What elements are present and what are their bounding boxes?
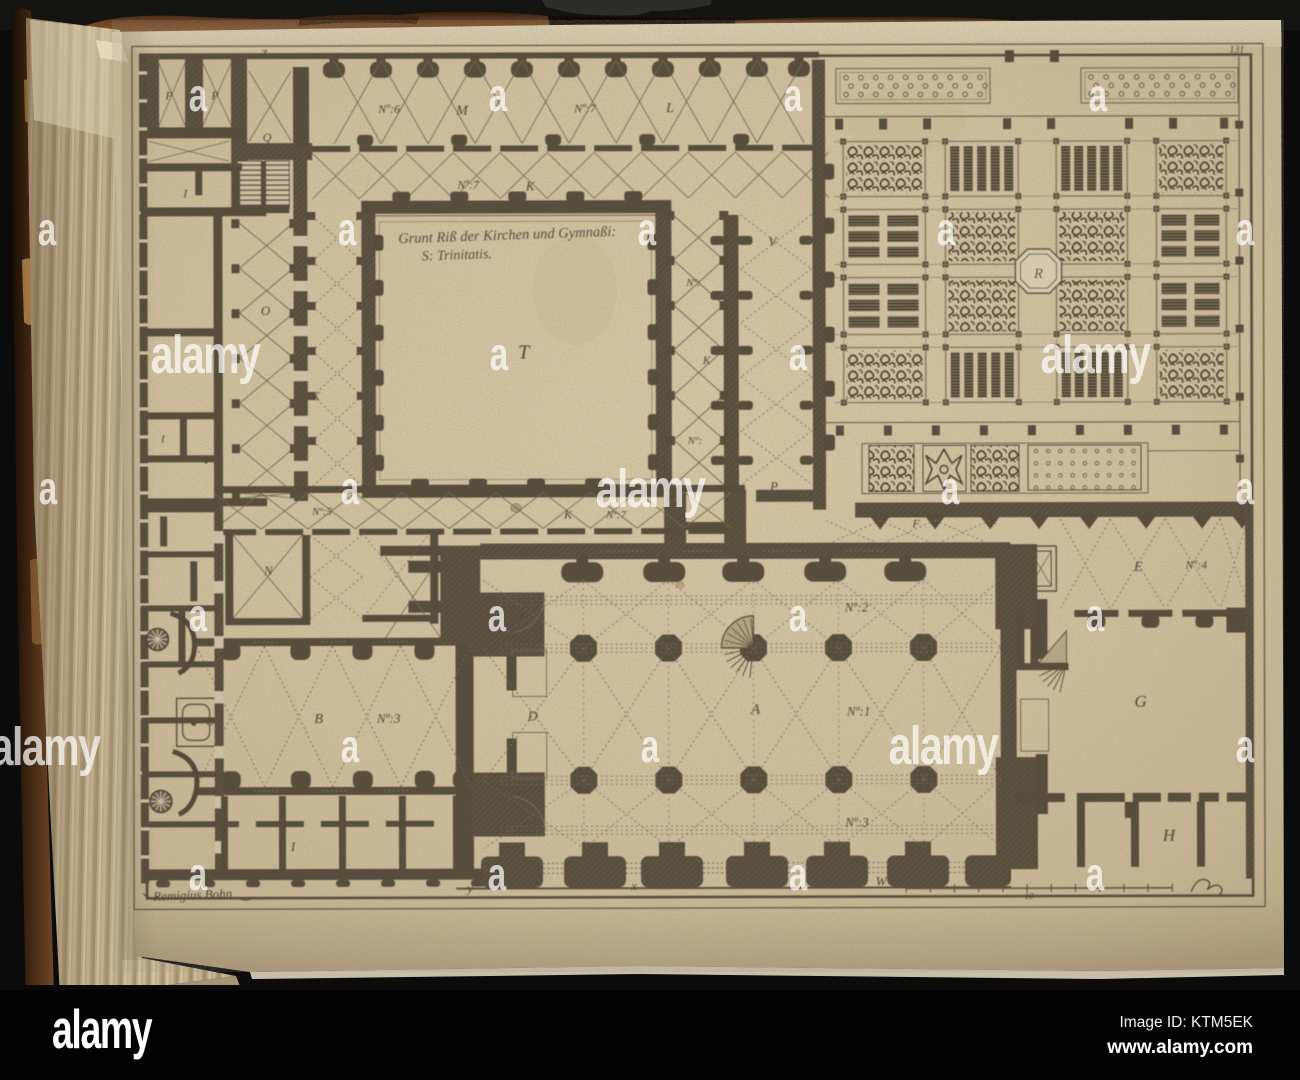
svg-text:Nº:5: Nº:5 xyxy=(311,506,332,518)
svg-text:a: a xyxy=(1086,591,1105,641)
svg-text:a: a xyxy=(789,330,808,380)
svg-text:K: K xyxy=(563,507,573,521)
svg-text:K: K xyxy=(525,178,536,193)
svg-text:I: I xyxy=(160,433,166,445)
svg-text:a: a xyxy=(638,205,657,255)
svg-text:P: P xyxy=(210,88,219,102)
svg-text:a: a xyxy=(789,850,808,900)
svg-text:N: N xyxy=(263,563,274,578)
svg-text:a: a xyxy=(789,591,808,641)
svg-text:Nº:1: Nº:1 xyxy=(846,704,871,719)
svg-text:Nº:6: Nº:6 xyxy=(377,102,400,116)
svg-text:Nº:2: Nº:2 xyxy=(844,600,869,615)
svg-text:alamy: alamy xyxy=(52,998,152,1060)
svg-text:W: W xyxy=(876,874,888,889)
svg-text:a: a xyxy=(1236,464,1255,514)
svg-text:y: y xyxy=(465,881,473,896)
svg-text:Q: Q xyxy=(263,130,272,144)
svg-text:alamy: alamy xyxy=(889,717,1000,777)
svg-text:I: I xyxy=(290,839,296,854)
svg-text:a: a xyxy=(488,591,507,641)
svg-text:I: I xyxy=(182,186,188,200)
svg-text:a: a xyxy=(941,464,960,514)
svg-text:O: O xyxy=(261,303,271,318)
svg-text:P: P xyxy=(769,479,778,494)
svg-text:L: L xyxy=(665,101,674,116)
svg-text:a: a xyxy=(338,205,357,255)
svg-text:B: B xyxy=(314,712,323,727)
svg-text:A: A xyxy=(750,702,761,718)
svg-text:T: T xyxy=(518,341,531,363)
svg-text:E: E xyxy=(1133,560,1143,575)
svg-text:Nº:: Nº: xyxy=(687,435,702,447)
svg-text:alamy: alamy xyxy=(1041,326,1152,386)
svg-text:Nº:7: Nº:7 xyxy=(573,101,597,115)
svg-text:a: a xyxy=(189,71,208,121)
svg-text:a: a xyxy=(784,71,803,121)
svg-text:a: a xyxy=(38,205,57,255)
svg-text:Remigius Bohn: Remigius Bohn xyxy=(152,886,233,904)
svg-text:H: H xyxy=(1162,826,1177,845)
svg-text:K: K xyxy=(702,353,712,367)
svg-text:x: x xyxy=(630,878,637,893)
svg-text:a: a xyxy=(641,722,660,772)
svg-text:www.alamy.com: www.alamy.com xyxy=(1106,1037,1253,1058)
svg-text:alamy: alamy xyxy=(0,718,101,778)
svg-text:R: R xyxy=(1033,266,1043,282)
svg-text:a: a xyxy=(341,464,360,514)
svg-text:alamy: alamy xyxy=(151,326,262,386)
svg-text:a: a xyxy=(341,722,360,772)
svg-text:a: a xyxy=(1236,722,1255,772)
svg-text:a: a xyxy=(488,850,507,900)
svg-text:a: a xyxy=(189,850,208,900)
svg-text:Nº:3: Nº:3 xyxy=(844,815,869,830)
svg-text:a: a xyxy=(39,464,58,514)
svg-text:Nº:3: Nº:3 xyxy=(376,711,401,726)
svg-text:Nº:7: Nº:7 xyxy=(605,509,626,521)
svg-text:alamy: alamy xyxy=(596,460,707,520)
svg-text:P: P xyxy=(164,88,173,102)
svg-text:a: a xyxy=(1236,205,1255,255)
svg-text:Nº:4: Nº:4 xyxy=(1184,558,1207,572)
svg-text:F: F xyxy=(911,516,920,530)
svg-text:Nº:7: Nº:7 xyxy=(456,178,480,192)
svg-text:a: a xyxy=(1086,850,1105,900)
svg-text:V: V xyxy=(768,234,778,249)
svg-text:131: 131 xyxy=(1229,45,1244,56)
svg-text:10: 10 xyxy=(1025,891,1035,901)
svg-text:a: a xyxy=(1089,71,1108,121)
svg-text:a: a xyxy=(189,591,208,641)
svg-text:Image ID: KTM5EK: Image ID: KTM5EK xyxy=(1119,1014,1253,1031)
svg-text:G: G xyxy=(1134,692,1146,711)
svg-text:M: M xyxy=(455,104,469,119)
svg-text:S: Trinitatis.: S: Trinitatis. xyxy=(422,247,493,264)
svg-text:a: a xyxy=(937,205,956,255)
svg-text:a: a xyxy=(489,71,508,121)
svg-text:a: a xyxy=(490,330,509,380)
svg-text:F: F xyxy=(988,516,997,530)
svg-text:Nº:: Nº: xyxy=(685,277,700,289)
svg-text:Grunt Riß der Kirchen und Gymn: Grunt Riß der Kirchen und Gymnaßi: xyxy=(398,224,617,247)
